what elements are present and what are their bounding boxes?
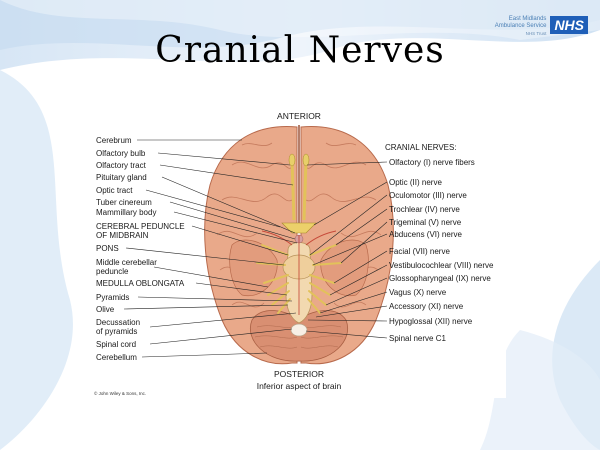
label-olfactory-tract: Olfactory tract [96, 161, 147, 170]
label-cerebral-peduncle: CEREBRAL PEDUNCLE [96, 222, 185, 231]
label-of-pyramids: of pyramids [96, 327, 137, 336]
label-pituitary-gland: Pituitary gland [96, 173, 147, 182]
trust-name: East Midlands Ambulance Service NHS Trus… [495, 16, 547, 37]
anterior-caption: ANTERIOR [277, 111, 321, 121]
logo-line-3: NHS Trust [525, 31, 547, 36]
label-olive: Olive [96, 305, 115, 314]
label-medulla-oblongata: MEDULLA OBLONGATA [96, 279, 185, 288]
label-nerve-VI: Abducens (VI) nerve [389, 230, 462, 239]
label-nerve-II: Optic (II) nerve [389, 178, 442, 187]
brain-illustration [204, 125, 394, 365]
label-nerve-X: Vagus (X) nerve [389, 288, 447, 297]
label-cerebrum: Cerebrum [96, 136, 132, 145]
left-leader-lines [123, 139, 298, 358]
label-nerve-XI: Accessory (XI) nerve [389, 302, 464, 311]
slide-title: Cranial Nerves [155, 30, 445, 71]
left-labels: Cerebrum Olfactory bulb Olfactory tract … [96, 136, 185, 362]
copyright-text: © John Wiley & Sons, Inc. [94, 390, 146, 396]
label-pons: PONS [96, 244, 119, 253]
nhs-badge: NHS [550, 16, 588, 34]
label-peduncle: peduncle [96, 267, 129, 276]
nhs-logo: East Midlands Ambulance Service NHS Trus… [495, 16, 588, 37]
label-nerve-VII: Facial (VII) nerve [389, 247, 450, 256]
right-leader-lines [305, 161, 388, 339]
right-labels: CRANIAL NERVES: Olfactory (I) nerve fibe… [385, 143, 494, 343]
label-spinal-cord: Spinal cord [96, 340, 136, 349]
label-optic-tract: Optic tract [96, 186, 133, 195]
figure-subtitle: Inferior aspect of brain [257, 381, 342, 391]
label-tuber-cinereum: Tuber cinereum [96, 198, 152, 207]
label-pyramids: Pyramids [96, 293, 129, 302]
spinal-cord [290, 323, 308, 337]
brain-figure: ANTERIOR POSTERIOR Inferior aspect of br… [94, 111, 494, 396]
label-nerve-I: Olfactory (I) nerve fibers [389, 158, 475, 167]
label-of-midbrain: OF MIDBRAIN [96, 231, 149, 240]
posterior-caption: POSTERIOR [274, 369, 324, 379]
label-olfactory-bulb: Olfactory bulb [96, 149, 146, 158]
label-spinal-nerve-c1: Spinal nerve C1 [389, 334, 446, 343]
label-nerve-IX: Glossopharyngeal (IX) nerve [389, 274, 491, 283]
cranial-nerves-heading: CRANIAL NERVES: [385, 143, 457, 152]
logo-line-1: East Midlands [508, 16, 547, 22]
label-nerve-III: Oculomotor (III) nerve [389, 191, 467, 200]
label-nerve-XII: Hypoglossal (XII) nerve [389, 317, 473, 326]
label-nerve-IV: Trochlear (IV) nerve [389, 205, 460, 214]
label-nerve-V: Trigeminal (V) nerve [389, 218, 462, 227]
logo-line-2: Ambulance Service [494, 23, 547, 29]
label-middle-cerebellar: Middle cerebellar [96, 258, 157, 267]
label-cerebellum: Cerebellum [96, 353, 137, 362]
label-decussation: Decussation [96, 318, 140, 327]
label-nerve-VIII: Vestibulocochlear (VIII) nerve [389, 261, 494, 270]
label-mammillary-body: Mammillary body [96, 208, 156, 217]
